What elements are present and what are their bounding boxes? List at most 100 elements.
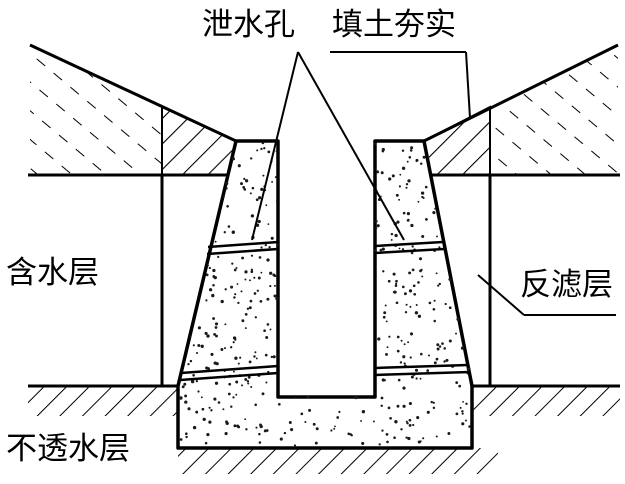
sand-dot <box>210 352 214 356</box>
sand-dot <box>274 175 278 179</box>
sand-dot <box>394 284 398 288</box>
sand-dot <box>187 407 191 411</box>
sand-dot <box>276 243 279 247</box>
sand-dot <box>224 323 227 326</box>
sand-dot <box>230 346 233 349</box>
filter-layer-label: 反滤层 <box>520 267 613 303</box>
sand-dot <box>413 292 417 296</box>
sand-dot <box>414 368 419 372</box>
sand-dot <box>208 420 212 424</box>
sand-dot <box>212 283 215 287</box>
sand-dot <box>432 401 435 404</box>
sand-dot <box>304 420 307 424</box>
sand-dot <box>417 200 420 203</box>
sand-dot <box>456 317 460 321</box>
sand-dot <box>391 174 395 178</box>
sand-dot <box>420 268 423 271</box>
sand-dot <box>279 437 283 441</box>
sand-dot <box>438 282 441 286</box>
sand-dot <box>465 419 467 422</box>
sand-dot <box>468 425 471 428</box>
filter-interface-left-upper-2 <box>206 247 279 256</box>
sand-dot <box>227 225 231 228</box>
sand-dot <box>447 432 451 435</box>
filter-layer-body <box>176 139 474 450</box>
sand-dot <box>250 214 255 218</box>
sand-dot <box>255 426 258 429</box>
sand-dot <box>240 182 243 186</box>
filter-interface-left-upper <box>207 240 279 249</box>
sand-dot <box>254 351 257 354</box>
sand-dot <box>399 361 403 364</box>
sand-dot <box>249 192 252 195</box>
sand-dot <box>190 379 195 384</box>
sand-dot <box>224 288 227 291</box>
sand-dot <box>225 421 229 426</box>
sand-dot <box>197 390 200 393</box>
sand-dot <box>438 345 442 348</box>
sand-dot <box>197 344 201 347</box>
sand-dot <box>430 400 433 404</box>
sand-dot <box>258 432 261 436</box>
sand-dot <box>249 279 251 282</box>
sand-dot <box>433 319 436 323</box>
sand-dot <box>222 408 225 411</box>
sand-dot <box>408 156 412 159</box>
sand-dot <box>236 283 239 285</box>
sand-dot <box>250 254 254 257</box>
sand-dot <box>312 422 315 425</box>
sand-dot <box>425 218 428 221</box>
sand-dot <box>408 423 412 427</box>
sand-dot <box>408 418 412 422</box>
sand-dot <box>455 332 457 335</box>
sand-dot <box>372 420 375 423</box>
sand-dot <box>386 346 389 349</box>
sand-dot <box>250 270 254 274</box>
sand-dot <box>334 425 336 428</box>
sand-dot <box>403 343 406 346</box>
sand-dot <box>395 279 398 283</box>
sand-dot <box>233 424 237 428</box>
sand-dot <box>376 224 380 228</box>
sand-dot <box>208 266 211 270</box>
right-backfill-soil <box>490 45 618 175</box>
sand-dot <box>192 344 195 347</box>
leader-filter-layer <box>477 274 525 316</box>
sand-dot <box>374 249 377 252</box>
sand-dot <box>360 419 363 422</box>
sand-dot <box>255 198 259 202</box>
sand-dot <box>257 219 261 224</box>
sand-dot <box>201 407 205 411</box>
sand-dot <box>246 380 250 383</box>
sand-dot <box>436 347 440 351</box>
sand-dot <box>374 142 377 145</box>
sand-dot <box>398 185 401 188</box>
impermeable-ground-left <box>28 386 178 416</box>
sand-dot <box>465 402 468 405</box>
sand-dot <box>405 420 408 423</box>
sand-dot <box>432 406 436 410</box>
sand-dot <box>448 306 452 310</box>
left-slope-line <box>29 43 237 143</box>
sand-dot <box>396 335 400 339</box>
sand-dot <box>379 248 383 252</box>
sand-dot <box>204 441 208 445</box>
sand-dot <box>435 272 438 275</box>
sand-dot <box>223 231 226 234</box>
sand-dot <box>433 361 437 365</box>
sand-dot <box>213 397 217 401</box>
sand-dot <box>398 198 401 201</box>
sand-dot <box>300 412 304 416</box>
sand-dot <box>253 355 256 358</box>
sand-dot <box>448 277 452 281</box>
sand-dot <box>266 323 270 326</box>
filter-interface-right-lower <box>374 363 469 370</box>
sand-dot <box>183 382 187 386</box>
leader-compacted-fill-slope <box>465 51 471 119</box>
sand-dot <box>270 355 274 359</box>
sand-dot <box>336 416 340 419</box>
sand-dot <box>189 359 193 363</box>
sand-dot <box>436 235 438 238</box>
sand-dot <box>214 381 219 385</box>
sand-dot <box>396 220 400 224</box>
